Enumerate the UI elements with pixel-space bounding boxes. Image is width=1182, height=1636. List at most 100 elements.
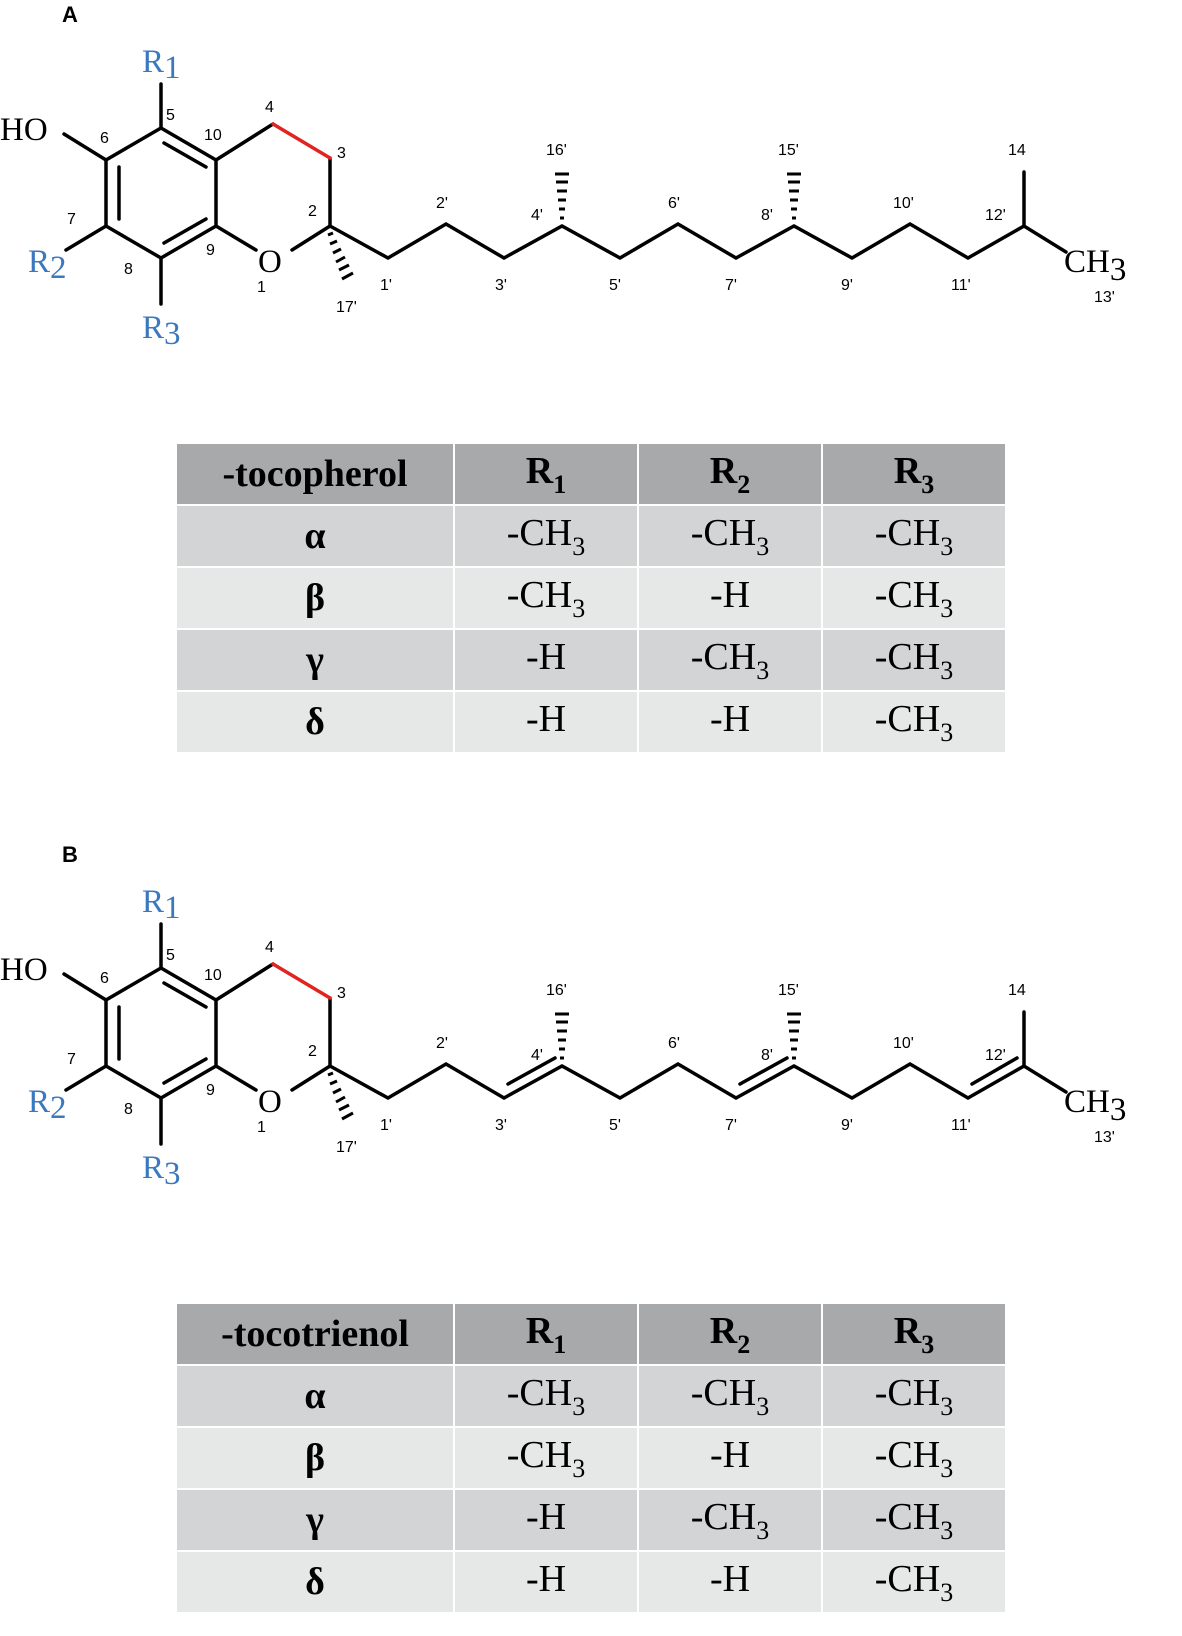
- tocotrienol-structure: HO O CH3 R1 R2 R3 1 2 3 4 5 6 7 8 9 10 1…: [0, 884, 1126, 1192]
- isomer-cell: δ: [177, 692, 453, 752]
- terminal-methyl-label: CH3: [1064, 244, 1126, 288]
- inner-double-bond: [162, 141, 208, 169]
- r2-cell: -H: [639, 568, 821, 628]
- hashed-wedge-16: [555, 1012, 569, 1060]
- atom-number: 10': [893, 1035, 914, 1052]
- atom-number: 16': [546, 982, 567, 999]
- r3-cell: -CH3: [823, 1366, 1005, 1426]
- r2-cell: -CH3: [639, 630, 821, 690]
- r3-cell: -CH3: [823, 568, 1005, 628]
- hashed-wedge-15: [787, 172, 801, 220]
- bond: [159, 966, 218, 1002]
- table-row: β -CH3 -H -CH3: [177, 1428, 1005, 1488]
- atom-number: 7': [725, 277, 737, 294]
- atom-number: 16': [546, 142, 567, 159]
- header-r3: R3: [823, 444, 1005, 504]
- r1-cell: -CH3: [455, 506, 637, 566]
- atom-number: 1: [257, 1119, 266, 1136]
- hydroxyl-label: HO: [0, 952, 48, 988]
- r2-cell: -CH3: [639, 506, 821, 566]
- atom-number: 15': [778, 982, 799, 999]
- atom-number: 9: [206, 1082, 215, 1099]
- atom-number: 6: [100, 130, 109, 147]
- inner-double-bond: [162, 981, 208, 1009]
- atom-number: 10: [204, 127, 222, 144]
- atom-number: 11': [951, 1117, 971, 1134]
- atom-number: 12': [985, 1047, 1006, 1064]
- atom-number: 2': [436, 195, 448, 212]
- r3-label: R3: [142, 310, 181, 352]
- atom-number: 1': [380, 1117, 392, 1134]
- r1-cell: -H: [455, 1552, 637, 1612]
- r2-cell: -CH3: [639, 1366, 821, 1426]
- atom-number: 1': [380, 277, 392, 294]
- header-r1: R1: [455, 1304, 637, 1364]
- table-header-row: -tocotrienol R1 R2 R3: [177, 1304, 1005, 1364]
- r1-label: R1: [142, 44, 181, 86]
- r2-cell: -CH3: [639, 1490, 821, 1550]
- atom-number: 10: [204, 967, 222, 984]
- atom-number: 11': [951, 277, 971, 294]
- bond-c10-c4: [214, 962, 275, 1002]
- double-bond-11-12: [970, 1056, 1019, 1086]
- atom-number: 5: [166, 947, 175, 964]
- r3-cell: -CH3: [823, 1552, 1005, 1612]
- table-header-row: -tocopherol R1 R2 R3: [177, 444, 1005, 504]
- r1-cell: -CH3: [455, 1428, 637, 1488]
- atom-number: 15': [778, 142, 799, 159]
- atom-number: 6': [668, 195, 680, 212]
- r1-cell: -CH3: [455, 1366, 637, 1426]
- r2-label: R2: [28, 244, 67, 286]
- bond: [104, 966, 163, 1002]
- r3-cell: -CH3: [823, 1490, 1005, 1550]
- hashed-wedge-16: [555, 172, 569, 220]
- bond: [159, 1064, 218, 1100]
- r1-cell: -H: [455, 692, 637, 752]
- atom-number: 7': [725, 1117, 737, 1134]
- double-bond-7-8: [738, 1056, 789, 1086]
- isomer-cell: γ: [177, 630, 453, 690]
- r1-cell: -H: [455, 1490, 637, 1550]
- atom-number: 9: [206, 242, 215, 259]
- header-compound: -tocotrienol: [177, 1304, 453, 1364]
- atom-number: 8: [124, 261, 133, 278]
- atom-number: 3: [337, 145, 346, 162]
- atom-number: 9': [841, 277, 853, 294]
- atom-number: 5': [609, 1117, 621, 1134]
- atom-number: 4': [531, 1047, 543, 1064]
- atom-number: 4: [265, 939, 274, 956]
- atom-number: 12': [985, 207, 1006, 224]
- r1-cell: -H: [455, 630, 637, 690]
- table-row: β -CH3 -H -CH3: [177, 568, 1005, 628]
- atom-number: 14: [1008, 982, 1026, 999]
- highlight-bond-c3-c4: [271, 122, 332, 160]
- header-compound: -tocopherol: [177, 444, 453, 504]
- atom-number: 10': [893, 195, 914, 212]
- isomer-cell: δ: [177, 1552, 453, 1612]
- atom-number: 6: [100, 970, 109, 987]
- inner-double-bond: [162, 217, 208, 245]
- bond: [159, 126, 218, 162]
- atom-number: 2': [436, 1035, 448, 1052]
- atom-number: 3': [495, 1117, 507, 1134]
- highlight-bond-c3-c4: [271, 962, 332, 1000]
- bond-o-c2: [290, 1064, 332, 1092]
- panel-label: B: [62, 842, 78, 867]
- atom-number: 7: [67, 211, 76, 228]
- atom-number: 1: [257, 279, 266, 296]
- isomer-cell: α: [177, 1366, 453, 1426]
- panel-label: A: [62, 2, 78, 27]
- table-row: α -CH3 -CH3 -CH3: [177, 506, 1005, 566]
- isomer-cell: β: [177, 1428, 453, 1488]
- isomer-cell: α: [177, 506, 453, 566]
- atom-number: 2: [308, 1043, 317, 1060]
- tocopherol-substituent-table: -tocopherol R1 R2 R3 α -CH3 -CH3 -CH3 β …: [175, 442, 1007, 754]
- bond: [104, 224, 163, 260]
- bond-c9-o: [214, 224, 258, 252]
- r2-cell: -H: [639, 1428, 821, 1488]
- atom-number: 13': [1094, 289, 1115, 306]
- atom-number: 5': [609, 277, 621, 294]
- r3-label: R3: [142, 1150, 181, 1192]
- ring-oxygen-label: O: [258, 244, 282, 280]
- terminal-methyl-label: CH3: [1064, 1084, 1126, 1128]
